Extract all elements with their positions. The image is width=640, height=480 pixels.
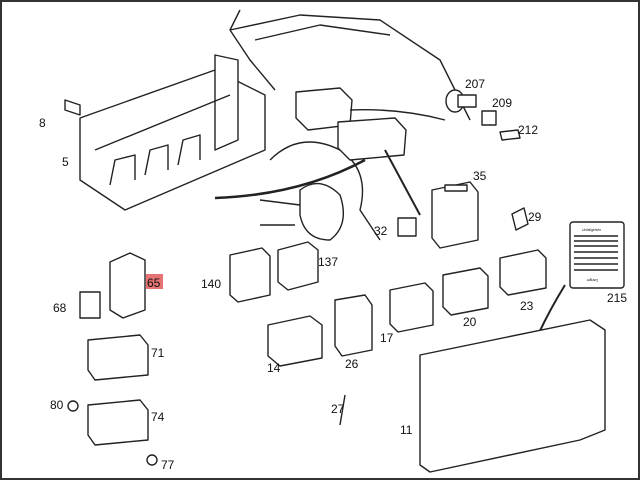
- label-32[interactable]: 32: [374, 224, 388, 238]
- label-65[interactable]: 65: [147, 276, 161, 290]
- part-209: [481, 110, 497, 126]
- part-77-screw: [146, 454, 158, 466]
- floor-panel: [64, 54, 266, 211]
- label-140[interactable]: 140: [201, 277, 221, 291]
- label-80[interactable]: 80: [50, 398, 64, 412]
- label-20[interactable]: 20: [463, 315, 477, 329]
- highlight-box: [146, 274, 163, 289]
- part-labels: 8 5 207 209 212 35 29 32 140 137 65 68 7…: [39, 77, 627, 472]
- part-14-relay-base: [267, 315, 323, 367]
- label-27[interactable]: 27: [331, 402, 345, 416]
- part-35-relay: [431, 181, 479, 249]
- part-26-relay: [334, 294, 373, 357]
- label-209[interactable]: 209: [492, 96, 512, 110]
- cab-outline: [229, 9, 471, 241]
- part-140-relay: [229, 247, 271, 303]
- part-17-relay-base: [389, 282, 434, 333]
- part-137-relay: [277, 241, 319, 291]
- part-207-socket: [445, 89, 477, 113]
- part-29-fuse: [511, 207, 529, 231]
- part-27-pin: [339, 394, 346, 426]
- cab-fuse-box: [295, 87, 407, 161]
- label-26[interactable]: 26: [345, 357, 359, 371]
- label-212[interactable]: 212: [518, 123, 538, 137]
- warning-label-footer: Danger: [586, 278, 598, 282]
- label-68[interactable]: 68: [53, 301, 67, 315]
- warning-label: Unfallgefahr Danger: [569, 221, 625, 289]
- label-17[interactable]: 17: [380, 331, 394, 345]
- part-32-relay: [397, 217, 417, 237]
- label-5[interactable]: 5: [62, 155, 69, 169]
- part-80-nut: [67, 400, 79, 412]
- part-11-cover: [419, 319, 606, 473]
- label-23[interactable]: 23: [520, 299, 534, 313]
- part-68-relay: [79, 291, 101, 319]
- part-20-relay-base: [442, 267, 489, 316]
- label-8[interactable]: 8: [39, 116, 46, 130]
- label-35[interactable]: 35: [473, 169, 487, 183]
- label-215[interactable]: 215: [607, 291, 627, 305]
- label-74[interactable]: 74: [151, 410, 165, 424]
- label-11[interactable]: 11: [400, 423, 413, 437]
- part-74-holder: [87, 399, 149, 446]
- label-71[interactable]: 71: [151, 346, 165, 360]
- part-65-relay: [109, 252, 146, 319]
- part-23-relay-base: [499, 249, 547, 296]
- label-207[interactable]: 207: [465, 77, 485, 91]
- part-71-holder: [87, 334, 149, 381]
- label-77[interactable]: 77: [161, 458, 175, 472]
- label-29[interactable]: 29: [528, 210, 542, 224]
- warning-label-title: Unfallgefahr: [582, 228, 602, 232]
- label-14[interactable]: 14: [267, 361, 281, 375]
- part-212: [499, 129, 521, 141]
- label-137[interactable]: 137: [318, 255, 338, 269]
